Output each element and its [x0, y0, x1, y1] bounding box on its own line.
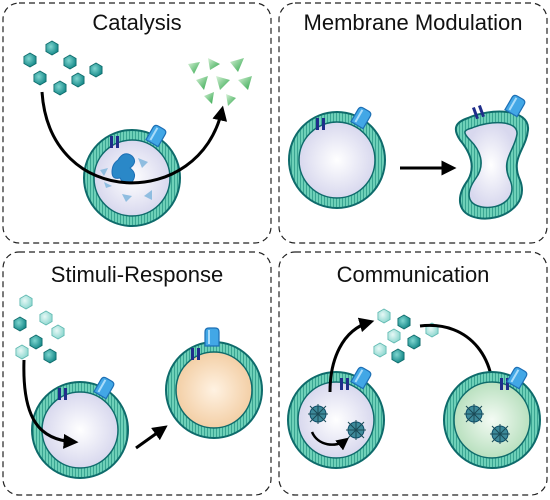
- communication-title: Communication: [337, 262, 490, 287]
- stimuli-response-title: Stimuli-Response: [51, 262, 223, 287]
- catalysis-panel: Catalysis: [23, 10, 252, 227]
- signal-molecules: [373, 308, 439, 364]
- product-molecules: [188, 58, 252, 106]
- stimulus-entry-arrow: [22, 359, 79, 449]
- stimuli-response-panel: Stimuli-Response: [13, 262, 263, 479]
- membrane-modulation-panel-border: [278, 2, 548, 244]
- substrate-molecules: [23, 40, 103, 96]
- round-vesicle: [288, 105, 386, 209]
- stimuli-response-panel-border: [2, 251, 272, 496]
- catalysis-arrow: [40, 91, 228, 185]
- sender-vesicle: [287, 365, 385, 469]
- deformed-vesicle: [454, 93, 530, 220]
- receiver-vesicle: [443, 365, 541, 469]
- catalysis-panel-border: [2, 2, 272, 244]
- cargo-particle-icon: [464, 404, 510, 444]
- catalysis-vesicle: [83, 123, 181, 227]
- unstimulated-vesicle: [31, 375, 129, 479]
- membrane-modulation-title: Membrane Modulation: [304, 10, 523, 35]
- catalysis-title: Catalysis: [92, 10, 181, 35]
- cargo-particle-icon: [308, 404, 366, 440]
- membrane-modulation-panel: Membrane Modulation: [288, 10, 530, 220]
- stimulated-vesicle: [165, 327, 263, 439]
- communication-panel: Communication: [287, 262, 541, 469]
- communication-panel-border: [278, 251, 548, 496]
- stimulus-response-arrow: [135, 425, 168, 450]
- release-arrow: [328, 317, 375, 393]
- stimulus-molecules: [13, 294, 65, 364]
